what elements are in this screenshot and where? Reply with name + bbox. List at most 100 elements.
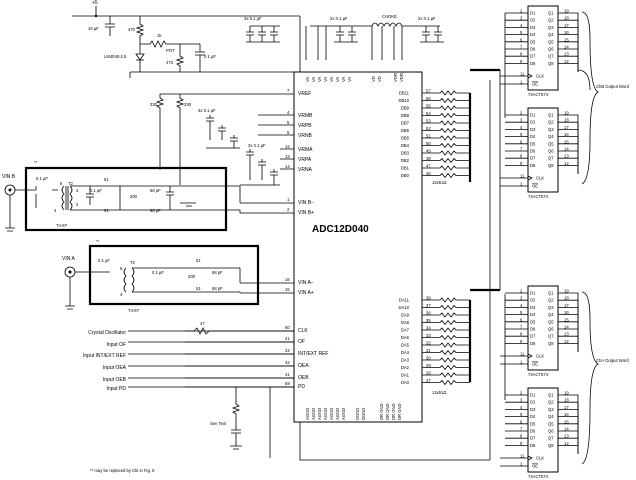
da-resistor-3	[422, 319, 470, 326]
da-label-8: DA3	[401, 358, 410, 363]
svg-text:59: 59	[285, 381, 290, 386]
latch-out-pin: 15	[564, 419, 569, 424]
pin-vrmb: VRMB	[298, 113, 313, 119]
latch-part: 74ACT574	[528, 474, 549, 479]
latch-out-pin: 13	[564, 154, 569, 159]
latch-in-pin: 2	[520, 111, 523, 116]
latch-out-pin: 18	[564, 16, 569, 21]
latch-q: Q6	[548, 327, 554, 332]
latch-in-pin: 6	[520, 317, 523, 322]
latch-d: D3	[530, 305, 536, 310]
latch-q: Q6	[548, 429, 554, 434]
latch-d: D1	[530, 291, 536, 296]
vina-input-circuit: ** VIN A 0.1 µF 6 4 T2 T4-6T 0.1 µF 51 5…	[62, 239, 260, 313]
latch-out-pin: 16	[564, 310, 569, 315]
svg-text:DGND: DGND	[361, 408, 366, 420]
latch-q: Q4	[548, 414, 554, 419]
latch-d: D2	[530, 298, 536, 303]
latch-oe-pin: 1	[520, 182, 523, 187]
latch-clk-pin: 11	[520, 454, 525, 459]
db-label-11: DB0	[401, 173, 410, 178]
r470a-label: 470	[128, 27, 136, 32]
db-label-2: DB9	[401, 106, 410, 111]
ctrl-int-ext: Input INT/EXT REF	[83, 353, 126, 359]
rpack-a-label: 12x51Ω	[432, 390, 447, 395]
latch-d: D6	[530, 47, 536, 52]
latch-d: D3	[530, 127, 536, 132]
latch-body	[527, 5, 559, 91]
latch-d: D5	[530, 39, 536, 44]
latch-d: D6	[530, 149, 536, 154]
da-label-5: DA6	[401, 335, 410, 340]
latch-out-pin: 18	[564, 296, 569, 301]
da-resistor-7	[422, 349, 470, 356]
latch-in-pin: 6	[520, 139, 523, 144]
db-pin-2: 55	[426, 104, 431, 109]
adc-bottom-pins: AGND AGND AGND AGND AGND AGND AGND DGND …	[305, 403, 402, 420]
latch-oe: OE	[532, 184, 538, 189]
latch-q: Q5	[548, 39, 554, 44]
latch-out-pin: 14	[564, 427, 569, 432]
latch-in-pin: 7	[520, 45, 523, 50]
r330a-label: 330	[150, 102, 158, 107]
latch-d: D4	[530, 134, 536, 139]
svg-text:68 pF: 68 pF	[150, 208, 161, 213]
latch-in-pin: 4	[520, 303, 523, 308]
latch-q: Q2	[548, 298, 554, 303]
svg-text:51: 51	[196, 286, 201, 291]
ctrl-crystal: Crystal Oscillator	[88, 330, 126, 336]
latch-d: D5	[530, 141, 536, 146]
db-resistor-4	[422, 120, 470, 126]
latch-d: D7	[530, 436, 536, 441]
da-resistor-8	[422, 357, 470, 363]
svg-text:VA: VA	[311, 77, 316, 82]
svg-text:VDR: VDR	[393, 73, 398, 82]
latch-in-pin: 3	[520, 16, 523, 21]
ctrl-oea: Input OEA	[103, 365, 127, 371]
svg-text:0.1 µF: 0.1 µF	[36, 176, 48, 181]
svg-text:6: 6	[120, 266, 123, 271]
see-text: See Text	[210, 421, 227, 426]
latch-q: Q2	[548, 400, 554, 405]
latch-q: Q1	[548, 113, 554, 118]
latch-part: 74ACT574	[528, 194, 549, 199]
svg-text:AGND: AGND	[317, 408, 322, 420]
latch-oe-pin: 1	[520, 462, 523, 467]
rpack-b-label: 12x51Ω	[432, 180, 447, 185]
latch-in-pin: 2	[520, 391, 523, 396]
svg-text:0.1 µF: 0.1 µF	[90, 188, 102, 193]
ground-bus	[269, 387, 490, 461]
latch-wire	[505, 445, 579, 454]
latch-out-pin: 19	[564, 9, 569, 14]
svg-text:VA: VA	[341, 77, 346, 82]
svg-text:VA: VA	[323, 77, 328, 82]
caps3x-top-label: 3x 0.1 µF	[244, 16, 262, 21]
da-label-6: DA5	[401, 343, 410, 348]
latch-out-pin: 17	[564, 23, 569, 28]
latch-out-pin: 15	[564, 139, 569, 144]
db-resistor-10	[422, 165, 470, 171]
caps2x-b-label: 2x 0.1 µF	[418, 16, 436, 21]
da-resistor-11	[422, 379, 470, 386]
latch-in-pin: 9	[520, 161, 523, 166]
latch-out-pin: 18	[564, 118, 569, 123]
latch-out-pin: 12	[564, 441, 569, 446]
db-pin-0: 57	[426, 89, 431, 94]
adc-block: ADC12D040 VA VA VA VA VA VA VA VA VD VD …	[160, 71, 423, 423]
svg-text:6: 6	[287, 130, 290, 135]
da-pin-7: 31	[426, 348, 431, 353]
svg-text:VA: VA	[335, 77, 340, 82]
db-resistor-5	[422, 127, 470, 134]
pin-oea: OEA	[298, 363, 309, 369]
pin-vinb-minus: VIN B−	[298, 200, 314, 206]
caps3x-vin-label: 3x 0.1 µF	[198, 108, 216, 113]
r1k-label: 1k	[157, 33, 162, 38]
da-pin-10: 28	[426, 371, 431, 376]
pot-label: POT	[166, 48, 175, 53]
latch-q: Q6	[548, 149, 554, 154]
ctrl-pd: Input PD	[107, 386, 127, 392]
latch-out-pin: 19	[564, 111, 569, 116]
svg-text:VD: VD	[377, 76, 382, 82]
